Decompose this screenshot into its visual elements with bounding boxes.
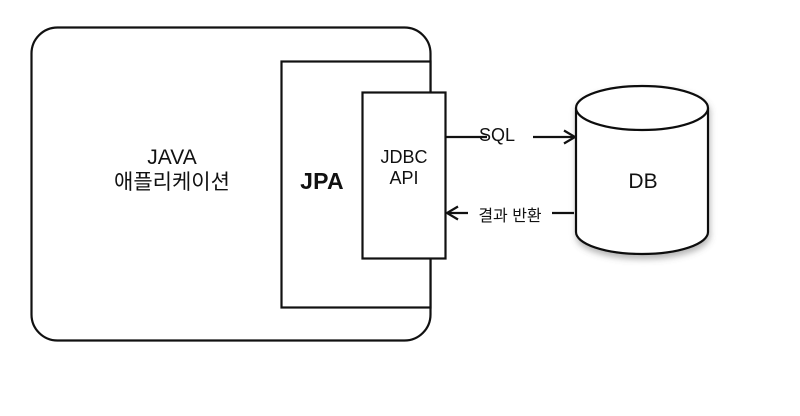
jdbc-api-box [361, 91, 447, 260]
result-return-arrow [444, 205, 574, 221]
jdbc-api-label: JDBC API [380, 147, 428, 189]
java-application-label: JAVA 애플리케이션 [114, 146, 230, 194]
db-label: DB [628, 170, 658, 193]
jpa-label: JPA [300, 168, 344, 194]
db-cylinder [574, 84, 710, 256]
result-return-edge-label: 결과 반환 [478, 208, 542, 225]
sql-arrow [446, 129, 578, 145]
sql-edge-label: SQL [478, 125, 516, 145]
